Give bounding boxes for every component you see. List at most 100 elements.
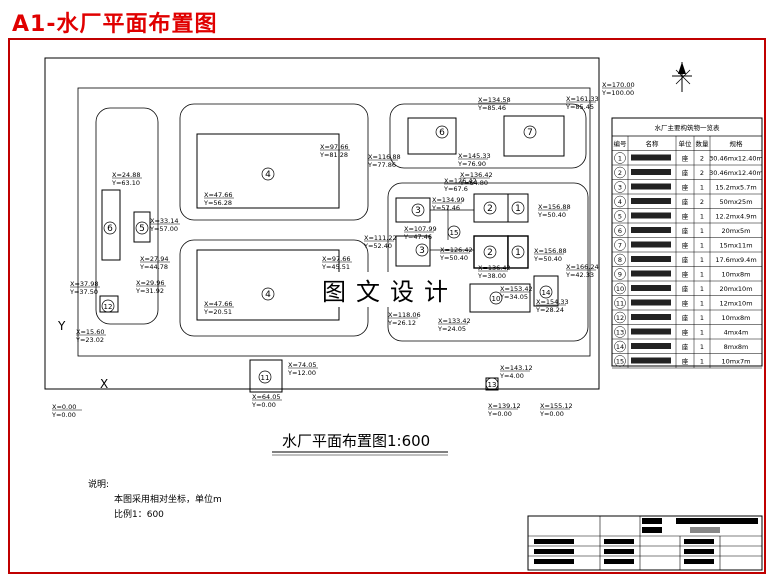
table-cell: 1: [618, 155, 622, 163]
coordinate-x-label: X=143.12: [500, 364, 533, 372]
coordinate-x-label: X=33.14: [150, 217, 179, 225]
unit-label: 3: [419, 246, 425, 256]
table-cell: 座: [682, 255, 689, 264]
table-cell: 50mx25m: [719, 198, 752, 206]
unit-label: 12: [104, 303, 113, 311]
table-cell: 座: [682, 168, 689, 177]
sheet-title: A1-水厂平面布置图: [12, 12, 218, 37]
coordinate-x-label: X=134.99: [432, 196, 465, 204]
building-3b: [395, 235, 431, 267]
coordinate-y-label: Y=4.00: [499, 372, 524, 380]
table-cell: 1: [700, 242, 704, 250]
table-cell: 座: [682, 241, 689, 250]
coordinate-y-label: Y=63.10: [111, 179, 140, 187]
building-11: [249, 359, 283, 393]
table-cell: 11: [616, 300, 624, 308]
coordinate-y-label: Y=67.6: [443, 185, 468, 193]
table-cell: 1: [700, 271, 704, 279]
table-cell: 6: [618, 227, 622, 235]
zone-top-center: [179, 103, 369, 221]
unit-label: 7: [527, 128, 533, 138]
building-6: [101, 189, 121, 261]
table-cell: 2: [618, 169, 622, 177]
coordinate-x-label: X=133.42: [438, 317, 471, 325]
table-cell: 30.46mx12.40m: [709, 169, 763, 177]
table-cell: 1: [700, 285, 704, 293]
coordinate-y-label: Y=31.92: [135, 287, 164, 295]
table-cell: 13: [616, 329, 624, 337]
coordinate-y-label: Y=12.00: [287, 369, 316, 377]
unit-label: 6: [439, 128, 445, 138]
table-cell: 10: [616, 285, 624, 293]
coordinate-x-label: X=155.12: [540, 402, 573, 410]
table-cell: 座: [682, 342, 689, 351]
building-4-top: [196, 133, 340, 209]
coordinate-x-label: X=27.94: [140, 255, 169, 263]
table-cell: 9: [618, 271, 622, 279]
unit-label: 14: [542, 289, 551, 297]
zone-left: [95, 107, 159, 325]
unit-label: 4: [265, 290, 271, 300]
unit-label: 3: [415, 206, 421, 216]
building-14: [533, 275, 559, 307]
coordinate-y-label: Y=64.80: [459, 179, 488, 187]
coordinate-y-label: Y=44.78: [139, 263, 168, 271]
notes-heading: 说明:: [88, 480, 110, 490]
table-cell: 14: [616, 343, 624, 351]
table-cell: 2: [700, 169, 704, 177]
building-2b: [473, 235, 509, 269]
coordinate-x-label: X=156.88: [538, 203, 571, 211]
table-cell: 12mx10m: [719, 300, 752, 308]
coordinate-y-label: Y=85.46: [477, 104, 506, 112]
coordinate-y-label: Y=50.40: [439, 254, 468, 262]
zone-right: [387, 182, 589, 342]
coordinate-y-label: Y=47.46: [403, 233, 432, 241]
table-cell: 座: [682, 212, 689, 221]
coordinate-x-label: X=107.99: [404, 225, 437, 233]
table-cell: 17.6mx9.4m: [715, 256, 756, 264]
table-cell: 座: [682, 270, 689, 279]
axis-x-label: X: [100, 377, 108, 391]
table-cell: 座: [682, 328, 689, 337]
table-cell: 3: [618, 184, 622, 192]
table-cell: 10mx7m: [722, 358, 751, 366]
coordinate-y-label: Y=24.05: [437, 325, 466, 333]
coordinate-y-label: Y=85.45: [565, 103, 594, 111]
building-1a: [507, 193, 529, 223]
table-cell: 4: [618, 198, 622, 206]
coordinate-y-label: Y=52.40: [363, 242, 392, 250]
table-cell: 1: [700, 213, 704, 221]
table-header-cell: 名称: [646, 139, 660, 148]
unit-label: 5: [139, 224, 145, 234]
coordinate-x-label: X=64.05: [252, 393, 281, 401]
table-cell: 1: [700, 358, 704, 366]
coordinate-y-label: Y=50.40: [537, 211, 566, 219]
coordinate-y-label: Y=37.50: [69, 288, 98, 296]
coordinate-x-label: X=24.88: [112, 171, 141, 179]
unit-label: 1: [515, 204, 521, 214]
coordinate-x-label: X=111.22: [364, 234, 397, 242]
coordinate-x-label: X=116.88: [368, 153, 401, 161]
building-3a: [395, 197, 431, 223]
table-header-cell: 单位: [679, 139, 693, 148]
table-cell: 12.2mx4.9m: [715, 213, 756, 221]
coordinate-y-label: Y=34.05: [499, 293, 528, 301]
table-cell: 座: [682, 313, 689, 322]
coordinate-y-label: Y=28.24: [535, 306, 564, 314]
coordinate-y-label: Y=20.51: [203, 308, 232, 316]
table-cell: 座: [682, 284, 689, 293]
coordinate-x-label: X=37.98: [70, 280, 99, 288]
unit-label: 13: [488, 381, 497, 389]
table-cell: 5: [618, 213, 622, 221]
table-cell: 15mx11m: [719, 242, 752, 250]
unit-labels: 4 4 6 7 6 5 3 3 2 2 1 1 12 10 14 15 11 1…: [101, 125, 553, 391]
coordinate-x-label: X=136.42: [478, 264, 511, 272]
coordinate-x-label: X=74.05: [288, 361, 317, 369]
coordinate-y-label: Y=77.86: [367, 161, 396, 169]
coordinate-y-label: Y=81.28: [319, 151, 348, 159]
table-cell: 1: [700, 184, 704, 192]
coordinate-y-label: Y=0.00: [539, 410, 564, 418]
coordinate-x-label: X=29.96: [136, 279, 165, 287]
coordinate-x-label: X=136.42: [460, 171, 493, 179]
table-cell: 20mx5m: [722, 227, 751, 235]
